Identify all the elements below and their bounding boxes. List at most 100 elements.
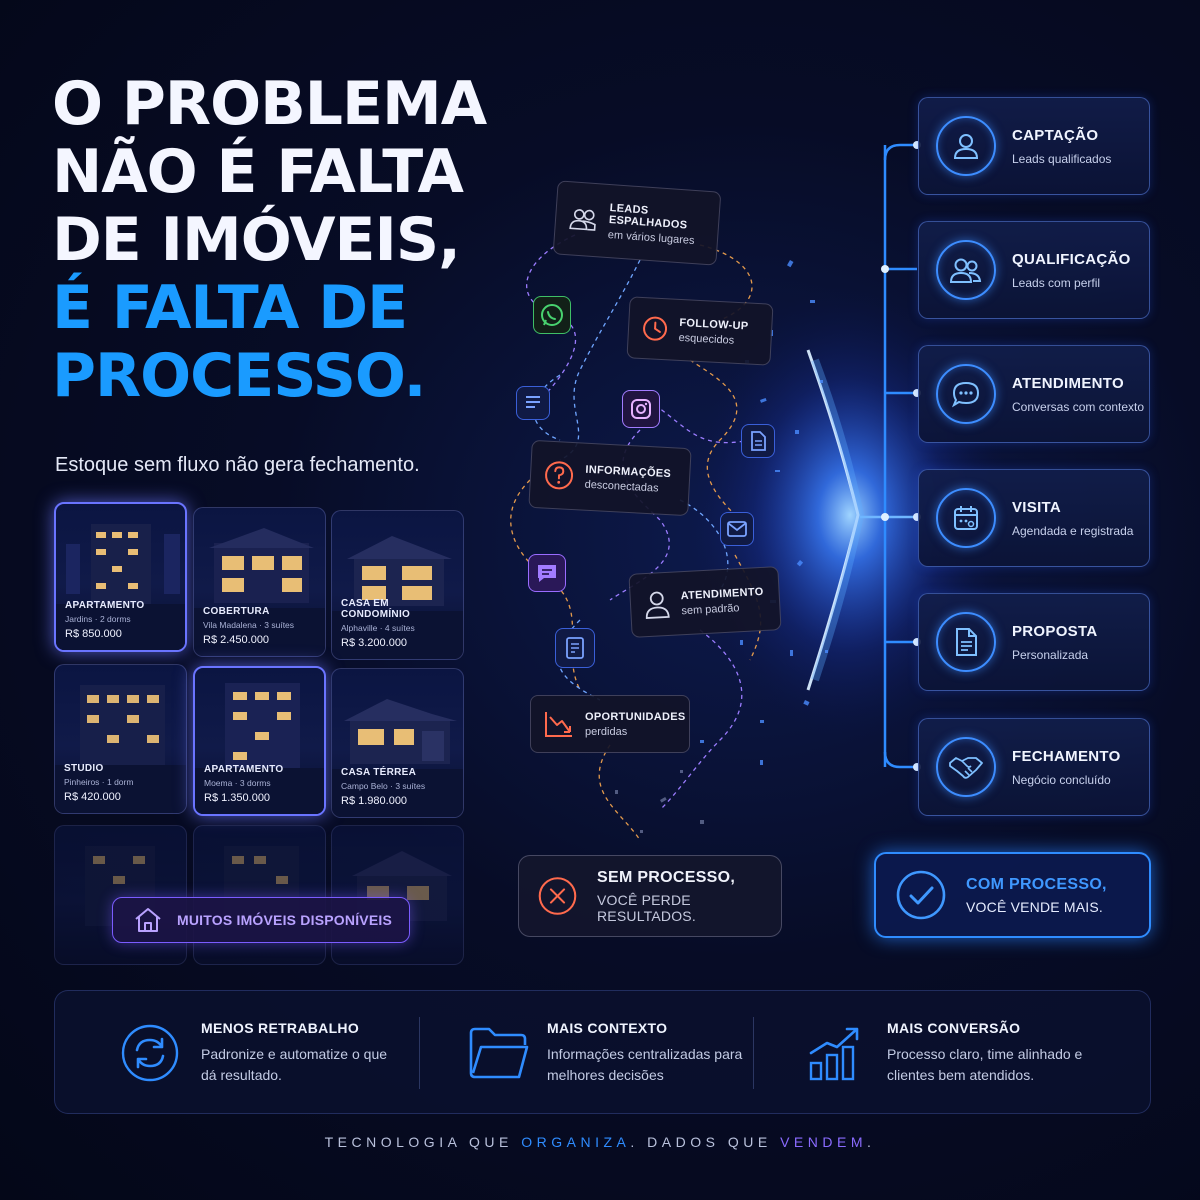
property-card[interactable]: CASA TÉRREA Campo Belo · 3 suítes R$ 1.9… xyxy=(331,668,464,818)
property-info: COBERTURA Vila Madalena · 3 suítes R$ 2.… xyxy=(203,606,319,646)
chaos-title: LEADS ESPALHADOS xyxy=(608,201,688,232)
tagline-part: . DADOS QUE xyxy=(630,1134,781,1150)
property-card-faded xyxy=(193,825,326,965)
benefits-band: MENOS RETRABALHO Padronize e automatize … xyxy=(54,990,1151,1114)
benefit-mais-conversao: MAIS CONVERSÃO Processo claro, time alin… xyxy=(807,991,1087,1115)
tagline: TECNOLOGIA QUE ORGANIZA. DADOS QUE VENDE… xyxy=(0,1134,1200,1150)
chaos-card-leads: LEADS ESPALHADOS em vários lugares xyxy=(552,180,722,266)
property-price: R$ 850.000 xyxy=(65,628,122,640)
question-icon xyxy=(545,461,574,490)
step-subtitle: Negócio concluído xyxy=(1012,772,1111,787)
building-image xyxy=(55,685,186,813)
chaos-title: ATENDIMENTO xyxy=(680,585,764,602)
property-location: Jardins · 2 dorms xyxy=(65,614,131,624)
step-title: VISITA xyxy=(1012,498,1062,516)
step-title: FECHAMENTO xyxy=(1012,747,1121,765)
headline-line-1: O PROBLEMA xyxy=(52,69,487,139)
inventory-badge: MUITOS IMÓVEIS DISPONÍVEIS xyxy=(112,897,410,943)
property-location: Campo Belo · 3 suítes xyxy=(341,781,426,791)
house-image xyxy=(332,536,463,659)
property-info: APARTAMENTO Moema · 3 dorms R$ 1.350.000 xyxy=(204,764,318,804)
step-subtitle: Leads qualificados xyxy=(1012,151,1112,166)
tagline-part: . xyxy=(866,1134,876,1150)
chaos-subtitle: desconectadas xyxy=(584,478,659,495)
form-icon xyxy=(555,628,595,668)
list-icon xyxy=(516,386,550,420)
whatsapp-icon xyxy=(533,296,571,334)
chaos-card-followup: FOLLOW-UP esquecidos xyxy=(626,296,774,366)
email-icon xyxy=(720,512,754,546)
pipeline-step-visita: VISITA Agendada e registrada xyxy=(918,469,1150,567)
house-image xyxy=(332,699,463,817)
property-location: Moema · 3 dorms xyxy=(204,778,271,788)
user-icon xyxy=(645,591,670,620)
chat-icon xyxy=(936,364,996,424)
step-title: PROPOSTA xyxy=(1012,622,1098,640)
pipeline-step-proposta: PROPOSTA Personalizada xyxy=(918,593,1150,691)
tagline-part: TECNOLOGIA QUE xyxy=(324,1134,522,1150)
property-card[interactable]: COBERTURA Vila Madalena · 3 suítes R$ 2.… xyxy=(193,507,326,657)
property-type: CASA TÉRREA xyxy=(341,767,417,778)
document-icon xyxy=(936,612,996,672)
chaos-card-info: INFORMAÇÕES desconectadas xyxy=(528,439,692,517)
chaos-title: OPORTUNIDADES xyxy=(585,710,686,723)
building-image xyxy=(56,524,185,650)
property-card-faded xyxy=(331,825,464,965)
instagram-icon xyxy=(622,390,660,428)
property-info: CASA TÉRREA Campo Belo · 3 suítes R$ 1.9… xyxy=(341,767,457,807)
clock-icon xyxy=(643,316,668,341)
property-type: APARTAMENTO xyxy=(65,600,145,611)
property-location: Alphaville · 4 suítes xyxy=(341,623,415,633)
chaos-title: INFORMAÇÕES xyxy=(585,463,672,480)
property-info: CASA EM CONDOMÍNIO Alphaville · 4 suítes… xyxy=(341,598,457,649)
property-price: R$ 420.000 xyxy=(64,791,121,803)
chaos-card-oportunidades: OPORTUNIDADES perdidas xyxy=(530,695,690,753)
result-title: COM PROCESSO, xyxy=(966,875,1107,893)
chaos-subtitle: perdidas xyxy=(585,725,628,738)
inventory-badge-label: MUITOS IMÓVEIS DISPONÍVEIS xyxy=(177,912,392,928)
pipeline-step-captacao: CAPTAÇÃO Leads qualificados xyxy=(918,97,1150,195)
result-subtitle: VOCÊ PERDE RESULTADOS. xyxy=(597,891,696,924)
benefit-title: MAIS CONTEXTO xyxy=(547,1020,668,1036)
property-card[interactable]: APARTAMENTO Jardins · 2 dorms R$ 850.000 xyxy=(54,502,187,652)
house-icon xyxy=(135,908,161,932)
result-without-process: SEM PROCESSO, VOCÊ PERDE RESULTADOS. xyxy=(518,855,782,937)
result-title: SEM PROCESSO, xyxy=(597,868,736,886)
pipeline-step-qualificacao: QUALIFICAÇÃO Leads com perfil xyxy=(918,221,1150,319)
step-subtitle: Leads com perfil xyxy=(1012,275,1101,290)
property-price: R$ 2.450.000 xyxy=(203,634,270,646)
chaos-title: FOLLOW-UP xyxy=(679,316,749,333)
benefit-text: Padronize e automatize o que dá resultad… xyxy=(201,1046,388,1083)
close-icon xyxy=(538,877,577,915)
property-card-faded xyxy=(54,825,187,965)
step-title: QUALIFICAÇÃO xyxy=(1012,250,1131,268)
property-card[interactable]: APARTAMENTO Moema · 3 dorms R$ 1.350.000 xyxy=(193,666,326,816)
refresh-icon xyxy=(121,1024,179,1082)
property-type: CASA EM CONDOMÍNIO xyxy=(341,598,411,620)
calendar-icon xyxy=(936,488,996,548)
headline-line-4: É FALTA DE xyxy=(52,273,408,343)
building-image xyxy=(195,683,324,814)
benefit-mais-contexto: MAIS CONTEXTO Informações centralizadas … xyxy=(467,991,747,1115)
pipeline-step-fechamento: FECHAMENTO Negócio concluído xyxy=(918,718,1150,816)
result-with-process: COM PROCESSO, VOCÊ VENDE MAIS. xyxy=(874,852,1151,938)
headline-line-3: DE IMÓVEIS, xyxy=(52,205,461,275)
benefit-title: MAIS CONVERSÃO xyxy=(887,1020,1021,1036)
subtitle: Estoque sem fluxo não gera fechamento. xyxy=(55,454,420,476)
property-card[interactable]: CASA EM CONDOMÍNIO Alphaville · 4 suítes… xyxy=(331,510,464,660)
building-image xyxy=(224,846,299,926)
property-type: APARTAMENTO xyxy=(204,764,284,775)
user-icon xyxy=(936,116,996,176)
headline-line-2: NÃO É FALTA xyxy=(52,137,464,207)
benefit-menos-retrabalho: MENOS RETRABALHO Padronize e automatize … xyxy=(119,991,401,1115)
property-type: COBERTURA xyxy=(203,606,270,617)
property-location: Vila Madalena · 3 suítes xyxy=(203,620,295,630)
property-card[interactable]: STUDIO Pinheiros · 1 dorm R$ 420.000 xyxy=(54,664,187,814)
file-icon xyxy=(741,424,775,458)
headline: O PROBLEMA NÃO É FALTA DE IMÓVEIS, É FAL… xyxy=(52,70,572,410)
growth-chart-icon xyxy=(809,1027,859,1081)
folder-icon xyxy=(469,1027,529,1079)
headline-line-5: PROCESSO. xyxy=(52,341,426,411)
step-subtitle: Personalizada xyxy=(1012,647,1089,662)
users-icon xyxy=(936,240,996,300)
